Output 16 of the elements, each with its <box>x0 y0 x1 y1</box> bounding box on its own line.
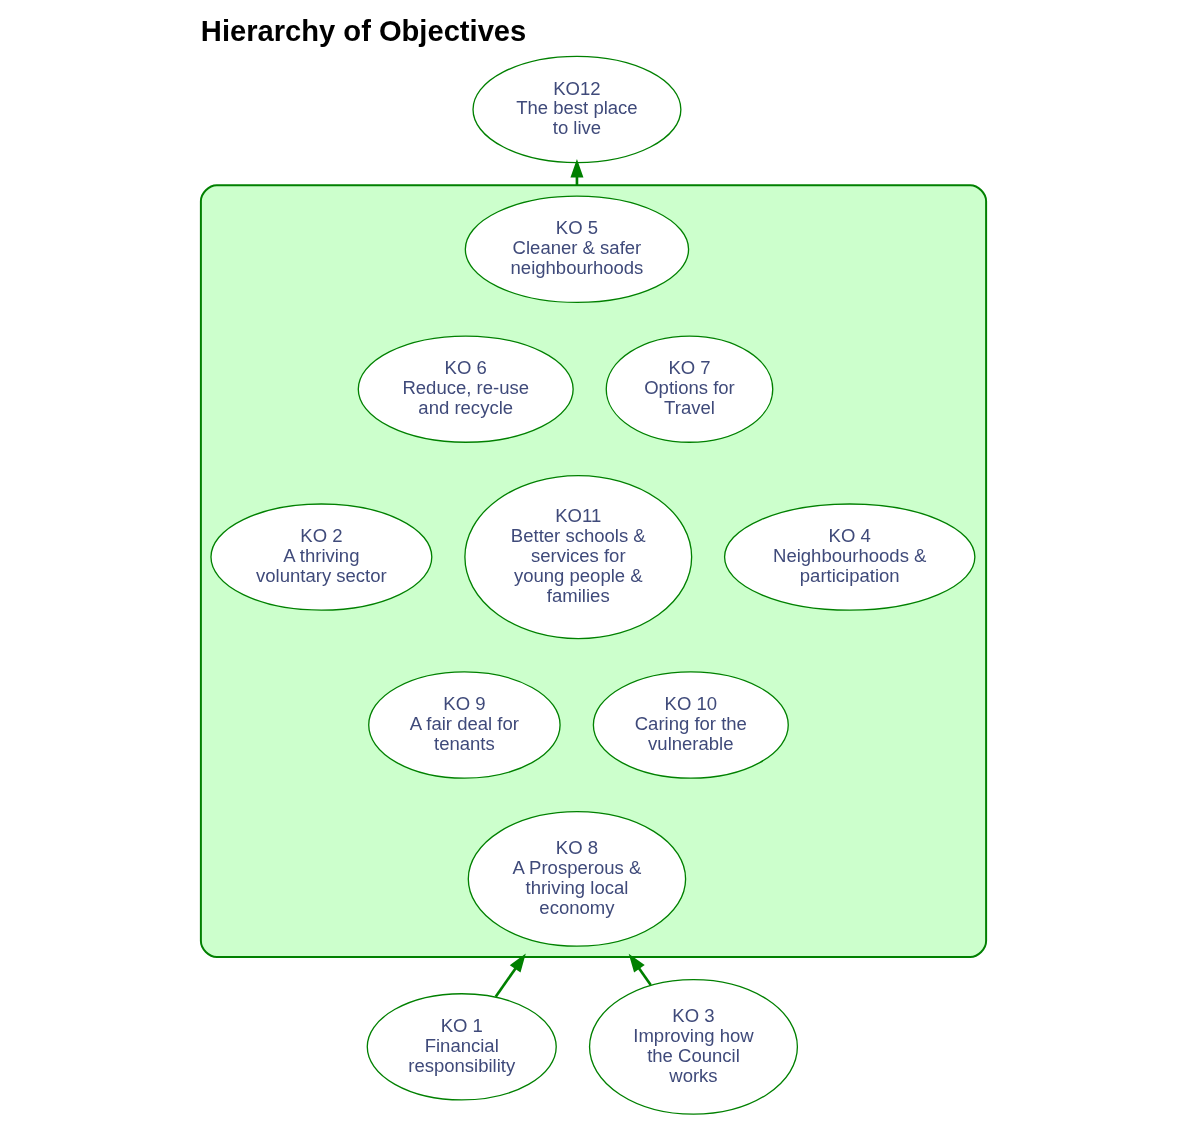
node-ellipse: KO 10 Caring for the vulnerable <box>592 671 789 779</box>
node-ellipse: KO 6 Reduce, re-use and recycle <box>357 335 574 443</box>
node-ellipse: KO 2 A thriving voluntary sector <box>209 503 432 611</box>
diagram-title: Hierarchy of Objectives <box>200 15 526 48</box>
node-ellipse: KO 9 A fair deal for tenants <box>367 671 561 779</box>
node-ellipse: KO 1 Financial responsibility <box>366 993 557 1101</box>
node-ellipse: KO 7 Options for Travel <box>605 335 773 443</box>
node-ellipse: KO 5 Cleaner & safer neighbourhoods <box>464 195 689 304</box>
node-ellipse: KO 8 A Prosperous & thriving local economy <box>467 810 686 947</box>
node-ellipse: KO 3 Improving how the Council works <box>588 978 798 1115</box>
node-ellipse: KO12 The best place to live <box>471 55 682 164</box>
arrow <box>494 953 526 998</box>
arrow <box>628 953 652 986</box>
node-ellipse: KO11 Better schools & services for young people & families <box>463 474 692 640</box>
node-ellipse: KO 4 Neighbourhoods & participation <box>723 503 976 611</box>
cluster <box>199 184 987 958</box>
